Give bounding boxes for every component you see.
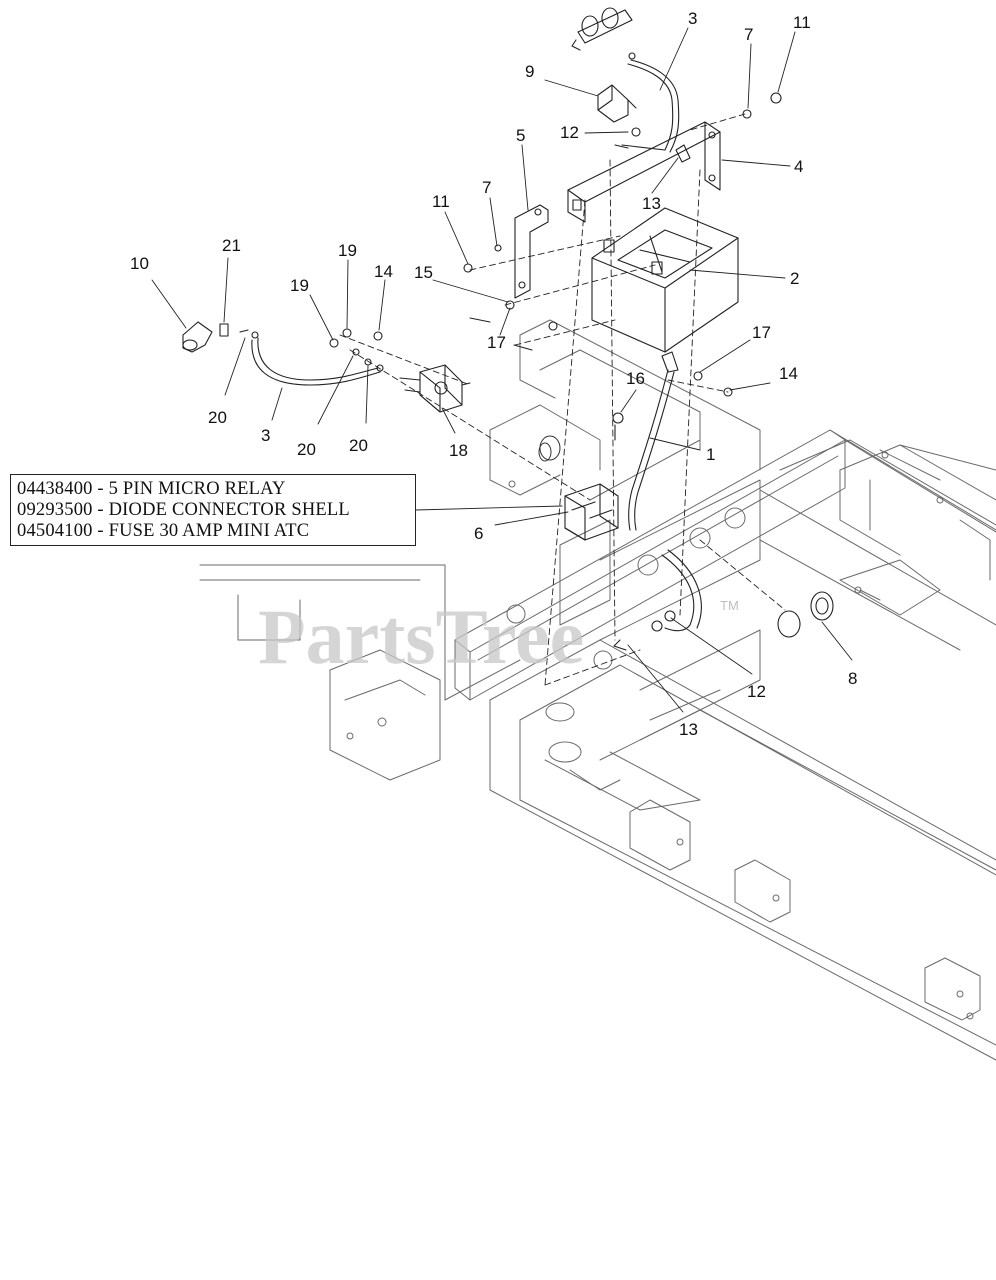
callout-1: 1 — [706, 445, 715, 464]
callout-20a: 20 — [208, 408, 227, 427]
callout-11b: 11 — [432, 192, 450, 211]
callout-6: 6 — [474, 524, 483, 543]
callout-17b: 17 — [752, 323, 771, 342]
battery-bracket-top — [567, 121, 721, 223]
nut-washer-top-right — [631, 92, 782, 163]
callout-14a: 14 — [374, 262, 393, 281]
callout-leaders — [151, 27, 853, 713]
terminal-cover — [597, 84, 637, 123]
callout-20b: 20 — [297, 440, 316, 459]
callout-18: 18 — [449, 441, 468, 460]
relay-fuse-holder — [564, 483, 619, 541]
callout-17a: 17 — [487, 333, 506, 352]
callout-9: 9 — [525, 62, 534, 81]
callout-10: 10 — [130, 254, 149, 273]
ground-cable-lower — [613, 549, 834, 651]
starter-solenoid — [399, 364, 471, 413]
callout-13b: 13 — [679, 720, 698, 739]
callout-19a: 19 — [338, 241, 357, 260]
legend-line-diode: 09293500 - DIODE CONNECTOR SHELL — [17, 500, 350, 520]
chassis-frame — [199, 319, 996, 1061]
battery-cable-top — [614, 52, 680, 153]
callout-12a: 12 — [560, 123, 579, 142]
callout-4: 4 — [794, 157, 803, 176]
callout-numbers: 3 11 7 9 12 5 4 13 11 7 2 21 10 19 14 19… — [130, 9, 857, 739]
callout-15: 15 — [414, 263, 433, 282]
exploded-view-lines — [339, 113, 786, 686]
battery-bracket-side — [514, 204, 549, 299]
callout-12b: 12 — [747, 682, 766, 701]
callout-19b: 19 — [290, 276, 309, 295]
callout-7a: 7 — [744, 25, 753, 44]
legend-line-fuse: 04504100 - FUSE 30 AMP MINI ATC — [17, 521, 310, 541]
ground-cable — [612, 351, 679, 531]
callout-16: 16 — [626, 369, 645, 388]
callout-13a: 13 — [642, 194, 661, 213]
callout-20c: 20 — [349, 436, 368, 455]
callout-3b: 3 — [261, 426, 270, 445]
watermark: PartsTree — [258, 593, 585, 680]
callout-21: 21 — [222, 236, 241, 255]
callout-14b: 14 — [779, 364, 798, 383]
solenoid-hardware — [329, 244, 733, 397]
parts-legend-box: 04438400 - 5 PIN MICRO RELAY 09293500 - … — [10, 474, 416, 546]
callout-5: 5 — [516, 126, 525, 145]
callout-3a: 3 — [688, 9, 697, 28]
legend-line-relay: 04438400 - 5 PIN MICRO RELAY — [17, 479, 286, 499]
callout-2: 2 — [790, 269, 799, 288]
terminal-boot-top — [571, 7, 633, 51]
callout-7b: 7 — [482, 178, 491, 197]
battery-cable-lower — [251, 331, 381, 386]
callout-8: 8 — [848, 669, 857, 688]
terminal-boot-left — [182, 321, 249, 353]
watermark-trademark: TM — [720, 598, 739, 613]
callout-11a: 11 — [793, 13, 811, 32]
battery — [591, 207, 739, 353]
